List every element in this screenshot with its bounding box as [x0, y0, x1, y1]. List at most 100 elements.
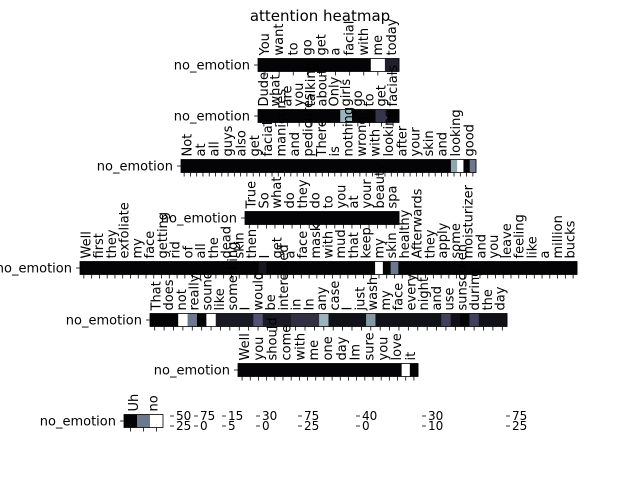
token-label: looking	[449, 109, 464, 156]
token-label: the	[207, 237, 222, 258]
token-label: healthy	[398, 209, 413, 258]
heatmap-cell	[336, 261, 345, 275]
heatmap-cell	[196, 313, 207, 327]
heatmap-cell	[312, 261, 322, 275]
heatmap-cell	[278, 363, 288, 377]
heatmap-cell	[250, 159, 257, 173]
token-label: that	[347, 232, 362, 258]
token-label: you	[487, 235, 502, 259]
token-label: talking	[304, 62, 319, 106]
heatmap-cell	[400, 159, 408, 173]
token-label: love	[390, 333, 405, 360]
heatmap-cell	[422, 313, 433, 327]
heatmap-cell	[444, 159, 452, 173]
token-label: to	[286, 42, 301, 55]
token-label: skin	[385, 232, 400, 258]
heatmap-cell	[316, 109, 329, 123]
heatmap-cell	[452, 261, 461, 275]
heatmap-cell	[369, 159, 376, 173]
heatmap-cell	[337, 159, 345, 173]
token-label: go	[351, 90, 366, 106]
token-label: they	[105, 229, 120, 258]
heatmap-cell	[351, 261, 360, 275]
heatmap-cell	[406, 261, 415, 275]
token-label: and	[430, 286, 445, 310]
token-label: day	[335, 336, 350, 360]
heatmap-cell	[413, 313, 423, 327]
token-label: with	[357, 28, 372, 56]
heatmap-cell	[403, 313, 414, 327]
token-label: I	[341, 307, 356, 311]
heatmap-cell	[339, 211, 349, 225]
heatmap-cell	[463, 159, 471, 173]
heatmap-cell	[293, 109, 306, 123]
heatmap-cell	[319, 313, 329, 327]
heatmap-cell	[356, 211, 366, 225]
token-label: they	[423, 229, 438, 258]
token-label: wash	[366, 277, 381, 311]
heatmap-cell	[134, 261, 143, 275]
heatmap-cell	[328, 313, 339, 327]
token-label: get	[271, 237, 286, 258]
token-label: getting	[156, 212, 171, 259]
heatmap-cell	[331, 159, 339, 173]
token-label: you	[252, 337, 267, 361]
token-label: it	[404, 352, 419, 361]
heatmap-cell	[173, 261, 182, 275]
heatmap-cell	[431, 313, 442, 327]
y-tick-label: no_emotion	[154, 364, 230, 379]
heatmap-cell	[514, 261, 524, 275]
heatmap-cell	[522, 261, 531, 275]
token-label: use	[443, 287, 458, 310]
token-label: do	[309, 192, 324, 208]
heatmap-cell	[375, 109, 388, 123]
token-label: facial	[343, 21, 358, 56]
heatmap-cell	[375, 261, 384, 275]
token-label: sound	[200, 271, 215, 310]
heatmap-cell	[193, 159, 201, 173]
token-label: That	[149, 281, 164, 311]
token-label: True	[244, 181, 259, 210]
heatmap-cell	[272, 58, 287, 72]
token-label: interested	[277, 244, 292, 310]
token-label: dead	[220, 226, 235, 258]
token-label: your	[409, 127, 424, 157]
heatmap-cell	[363, 109, 376, 123]
token-label: would	[251, 272, 266, 311]
token-label: day	[494, 286, 509, 310]
token-label: about	[316, 69, 331, 107]
heatmap-cell	[258, 58, 273, 72]
heatmap-cell	[330, 211, 340, 225]
heatmap-cell	[246, 363, 255, 377]
heatmap-cell	[390, 261, 399, 275]
token-label: face	[143, 231, 158, 259]
heatmap-cell	[476, 261, 485, 275]
token-label: exfoliate	[118, 202, 133, 258]
token-label: my	[379, 290, 394, 311]
heatmap-cell	[287, 363, 296, 377]
token-label: sure	[363, 332, 378, 360]
y-tick-label: no_emotion	[40, 415, 116, 430]
heatmap-cell	[398, 261, 407, 275]
heatmap-cell	[266, 261, 275, 275]
heatmap-cell	[325, 159, 333, 173]
token-label: should	[266, 317, 281, 360]
heatmap-cell	[553, 261, 562, 275]
heatmap-cell	[356, 313, 367, 327]
token-label: So	[257, 192, 272, 208]
token-label: Well	[238, 333, 253, 360]
heatmap-cell	[441, 313, 452, 327]
token-label: you	[376, 337, 391, 361]
heatmap-cell	[124, 414, 138, 428]
heatmap-cell	[270, 363, 280, 377]
heatmap-cell	[262, 313, 273, 327]
heatmap-cell	[258, 261, 267, 275]
heatmap-cell	[375, 159, 383, 173]
heatmap-row: no_emotionWellfirsttheyexfoliatemyfacege…	[0, 184, 579, 279]
token-label: There	[315, 119, 330, 157]
heatmap-cell	[328, 58, 343, 72]
heatmap-cell	[322, 211, 331, 225]
colorbar-tick-label: 50	[176, 409, 191, 423]
